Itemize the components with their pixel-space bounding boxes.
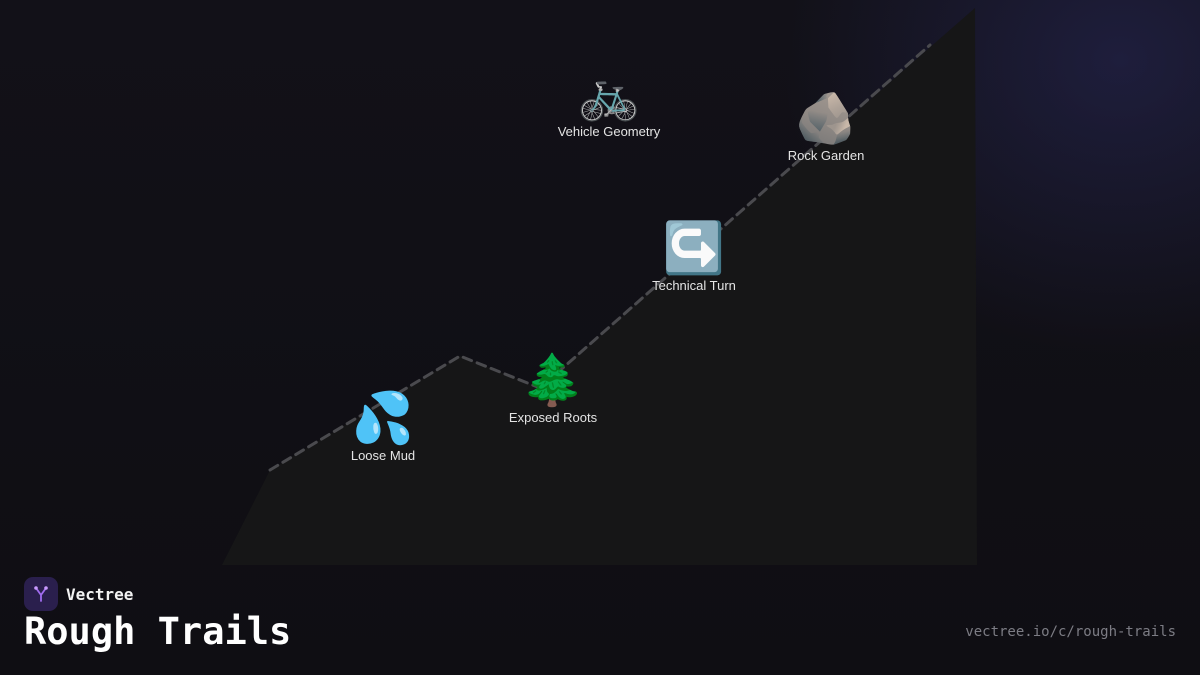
node-label: Vehicle Geometry <box>557 124 661 139</box>
node-label: Rock Garden <box>787 148 865 163</box>
page-title: Rough Trails <box>24 610 292 653</box>
node-loose-mud[interactable]: 💦 Loose Mud <box>351 390 415 463</box>
trail-path <box>268 43 932 472</box>
evergreen-tree-icon: 🌲 <box>521 351 585 409</box>
node-label: Technical Turn <box>652 278 736 293</box>
node-rock-garden[interactable]: 🪨 Rock Garden <box>788 90 865 163</box>
rock-icon: 🪨 <box>794 89 858 147</box>
turn-arrow-icon: ↪️ <box>662 219 726 277</box>
node-label: Loose Mud <box>350 448 416 463</box>
vectree-branch-icon <box>24 577 58 611</box>
node-technical-turn[interactable]: ↪️ Technical Turn <box>652 220 736 293</box>
brand-name: Vectree <box>66 584 134 604</box>
brand[interactable]: Vectree <box>24 577 133 611</box>
node-vehicle-geometry[interactable]: 🚲 Vehicle Geometry <box>558 66 661 139</box>
node-exposed-roots[interactable]: 🌲 Exposed Roots <box>509 352 597 425</box>
bicycle-icon: 🚲 <box>577 65 641 123</box>
page-url[interactable]: vectree.io/c/rough-trails <box>965 624 1176 640</box>
node-label: Exposed Roots <box>508 410 598 425</box>
droplets-icon: 💦 <box>351 389 415 447</box>
mountain-silhouette <box>222 8 977 565</box>
